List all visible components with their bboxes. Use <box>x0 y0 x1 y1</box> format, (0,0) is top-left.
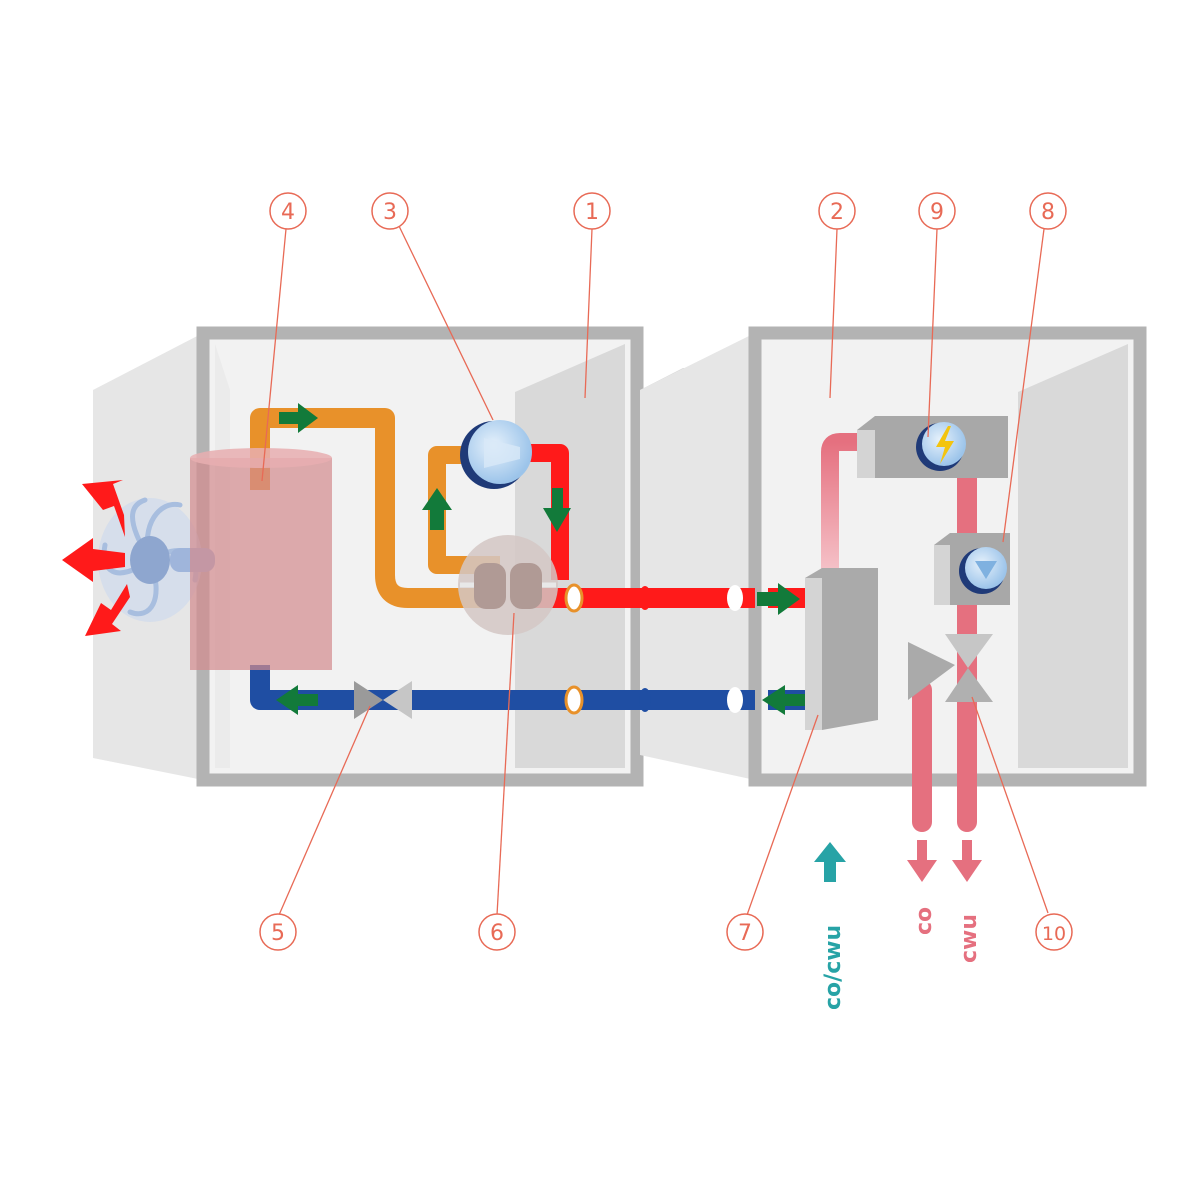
electric-heater <box>857 416 1008 478</box>
cold-refrigerant-pipe <box>250 665 755 710</box>
exhaust-arrow-up <box>82 480 125 537</box>
wall-penetrations <box>564 583 743 715</box>
exhaust-arrow-down <box>85 584 130 636</box>
leader-line-4 <box>261 228 287 482</box>
flow-arrow-from-indoor <box>762 685 805 715</box>
leader-line-8 <box>1002 228 1045 543</box>
four-way-valve <box>458 535 558 635</box>
flow-arrow-to-indoor <box>757 583 800 615</box>
leader-line-2 <box>829 228 838 399</box>
flow-arrow-gas-up <box>422 488 452 530</box>
leader-line-5 <box>278 705 371 916</box>
callout-10: 10 <box>1035 913 1073 951</box>
indoor-unit-inner-right-wall <box>1018 344 1128 768</box>
callout-8: 8 <box>1029 192 1067 230</box>
pipe-label-supply-return-text: co/cwu <box>821 925 846 1010</box>
leader-line-6 <box>496 612 515 916</box>
flow-arrow-hot-down <box>543 488 571 532</box>
leader-line-7 <box>746 714 819 916</box>
condenser-supply-pipe <box>821 433 860 578</box>
external-flow-arrows <box>814 840 982 882</box>
leader-line-9 <box>927 228 938 438</box>
flow-arrow-gas-right <box>279 403 318 433</box>
return-inlet-arrow <box>814 842 846 882</box>
callout-9: 9 <box>918 192 956 230</box>
leader-line-3 <box>398 225 494 421</box>
exhaust-air-arrows <box>62 480 130 636</box>
exhaust-arrow-left <box>62 538 125 582</box>
callout-2-label: 2 <box>830 200 844 225</box>
refrigerant-flow-arrows <box>276 403 805 715</box>
hot-water-outlet-arrow <box>952 840 982 882</box>
hot-refrigerant-pipe <box>520 444 569 580</box>
evaporator <box>190 448 332 670</box>
callout-1: 1 <box>573 192 611 230</box>
callout-9-label: 9 <box>930 200 944 225</box>
indoor-unit-frame <box>748 326 1147 787</box>
circulation-pump <box>934 533 1010 605</box>
callout-5: 5 <box>259 913 297 951</box>
callout-7-label: 7 <box>738 921 752 946</box>
compressor-icon <box>460 420 532 489</box>
circulation-pump-icon <box>959 547 1007 594</box>
callout-4: 4 <box>269 192 307 230</box>
callout-5-label: 5 <box>271 921 285 946</box>
callout-4-label: 4 <box>281 200 295 225</box>
heating-outlet-arrow <box>907 840 937 882</box>
three-way-valve-icon <box>908 634 993 702</box>
callout-7: 7 <box>726 913 764 951</box>
indoor-unit <box>640 326 1147 787</box>
expansion-valve-icon <box>354 681 412 719</box>
pipe-label-heating-text: co <box>912 907 937 935</box>
callout-8-label: 8 <box>1041 200 1055 225</box>
gas-line-pipe <box>250 408 500 608</box>
callout-leader-lines <box>261 225 1049 916</box>
pipe-label-heating: co <box>912 907 937 935</box>
callout-6-label: 6 <box>490 921 504 946</box>
pipe-label-hot-water: cwu <box>957 914 982 963</box>
callout-10-label: 10 <box>1042 923 1066 945</box>
callout-3: 3 <box>371 192 409 230</box>
callout-1-label: 1 <box>585 200 599 225</box>
callout-2: 2 <box>818 192 856 230</box>
leader-line-1 <box>584 228 593 399</box>
flow-arrow-cold-left <box>276 685 318 715</box>
pipe-label-hot-water-text: cwu <box>957 914 982 963</box>
callout-6: 6 <box>478 913 516 951</box>
condenser <box>805 568 878 730</box>
leader-line-10 <box>971 696 1049 914</box>
pipe-label-supply-return: co/cwu <box>821 925 846 1010</box>
indoor-unit-side-face <box>640 333 755 780</box>
callout-3-label: 3 <box>383 200 397 225</box>
